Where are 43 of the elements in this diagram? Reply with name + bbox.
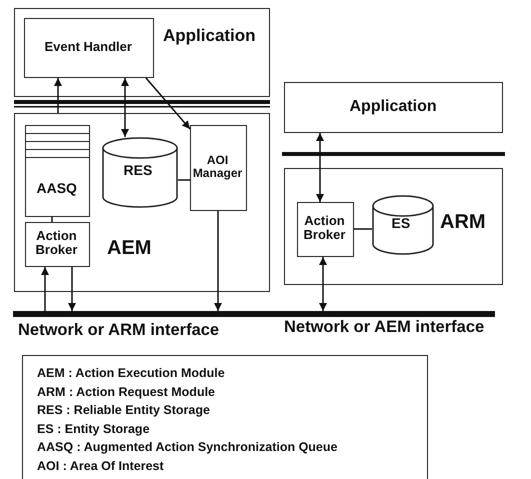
application-box — [14, 8, 270, 97]
process-box — [24, 222, 90, 266]
node-label: ARM — [440, 211, 486, 233]
arrow — [54, 78, 62, 113]
abbreviation-text: AASQ : Augmented Action Synchronization Queue — [37, 439, 338, 456]
connector-line — [51, 217, 53, 222]
node-label: AEM — [107, 237, 152, 259]
node-label: ES — [392, 216, 410, 231]
connector-line — [178, 179, 190, 181]
process-box — [24, 18, 154, 78]
arrow — [68, 267, 76, 311]
abbreviation-text: AEM : Action Execution Module — [37, 365, 225, 382]
arrow — [319, 257, 327, 311]
arrow — [316, 133, 324, 202]
interface-label: Network or AEM interface — [284, 318, 484, 336]
node-label: Action Broker — [34, 229, 78, 258]
node-label: Application — [350, 98, 437, 116]
abbreviation-text: AOI : Area Of Interest — [37, 458, 164, 474]
abbreviation-box — [22, 355, 428, 479]
module-box — [284, 168, 503, 285]
node-label: Application — [163, 27, 256, 46]
node-label: AOI Manager — [192, 154, 243, 180]
abbreviation-text: ES : Entity Storage — [37, 420, 150, 438]
network-bus — [13, 311, 495, 317]
connector-line — [354, 228, 372, 230]
arrow — [214, 211, 222, 311]
application-box — [284, 82, 503, 133]
arrow — [121, 78, 129, 137]
node-label: Event Handler — [44, 40, 132, 54]
abbreviation-text: ARM : Action Request Module — [37, 384, 216, 401]
interface-label: Network or ARM interface — [18, 321, 220, 340]
process-box — [296, 202, 354, 256]
node-label: Action Broker — [302, 214, 346, 243]
module-box — [14, 113, 270, 292]
node-label: RES — [124, 163, 152, 178]
storage-cylinder — [102, 136, 178, 208]
queue-box — [24, 124, 90, 216]
arrow — [41, 267, 49, 311]
node-label: AASQ — [36, 180, 77, 196]
abbreviation-text: RES : Reliable Entity Storage — [37, 402, 210, 419]
storage-cylinder — [372, 194, 434, 254]
arrow — [145, 78, 191, 130]
process-box — [190, 124, 246, 210]
